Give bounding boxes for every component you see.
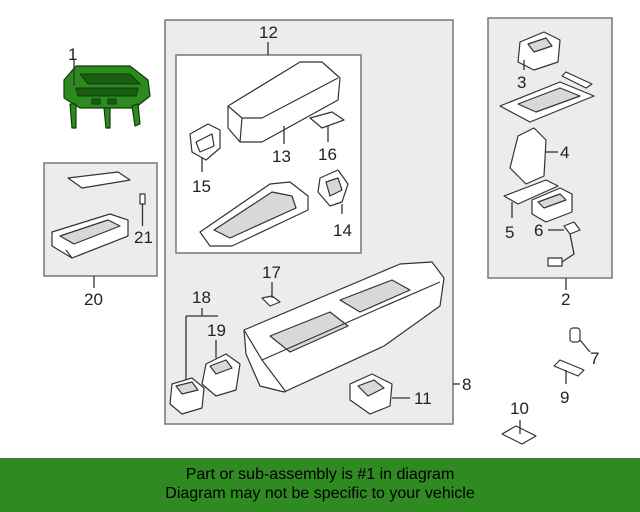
callout-5: 5 [505, 223, 514, 242]
callout-10: 10 [510, 399, 529, 418]
callout-21: 21 [134, 228, 153, 247]
part-11-bracket[interactable] [349, 373, 393, 415]
callout-20: 20 [84, 290, 103, 309]
part-21-pin[interactable] [139, 193, 146, 226]
banner-line-1: Part or sub-assembly is #1 in diagram [185, 466, 455, 483]
disclaimer-banner: Part or sub-assembly is #1 in diagram Di… [0, 458, 640, 512]
part-1-shift-indicator[interactable] [63, 65, 151, 129]
part-ashtray-frame [499, 71, 595, 123]
part-16-pad[interactable] [309, 111, 345, 129]
part-wire-harness [547, 233, 575, 267]
callout-18: 18 [192, 288, 211, 307]
callout-4: 4 [560, 143, 569, 162]
callout-17: 17 [262, 263, 281, 282]
part-lid-inner-panel [199, 181, 309, 247]
part-3-ashtray[interactable] [517, 31, 561, 71]
callout-15: 15 [192, 177, 211, 196]
part-17-clip[interactable] [261, 295, 281, 307]
callout-7: 7 [590, 349, 599, 368]
part-9-bracket[interactable] [553, 359, 585, 377]
part-14-hinge[interactable] [317, 169, 349, 207]
callout-9: 9 [560, 388, 569, 407]
callout-12: 12 [259, 23, 278, 42]
parts-diagram: 1 2 3 4 5 6 7 8 9 10 11 12 13 14 15 16 1… [43, 17, 613, 445]
part-13-armrest-lid[interactable] [227, 61, 341, 143]
banner-line-2: Diagram may not be specific to your vehi… [165, 485, 475, 502]
callout-19: 19 [207, 321, 226, 340]
part-7-cap[interactable] [569, 327, 581, 343]
part-4-bezel[interactable] [509, 127, 547, 185]
part-15-latch[interactable] [189, 123, 221, 161]
part-19-cup-insert[interactable] [201, 353, 241, 397]
callout-1: 1 [68, 45, 77, 64]
callout-16: 16 [318, 145, 337, 164]
callout-6: 6 [534, 221, 543, 240]
part-8-console-body[interactable] [243, 261, 445, 393]
callout-14: 14 [333, 221, 352, 240]
part-10-clip[interactable] [501, 425, 537, 445]
callout-11: 11 [414, 389, 432, 408]
callout-13: 13 [272, 147, 291, 166]
callout-8: 8 [462, 375, 471, 394]
part-5-plate[interactable] [503, 179, 573, 223]
part-6-socket[interactable] [563, 221, 581, 235]
part-20-storage-tray[interactable] [51, 171, 131, 259]
part-18-cup-holder[interactable] [169, 377, 205, 415]
callout-3: 3 [517, 73, 526, 92]
callout-2: 2 [561, 290, 570, 309]
